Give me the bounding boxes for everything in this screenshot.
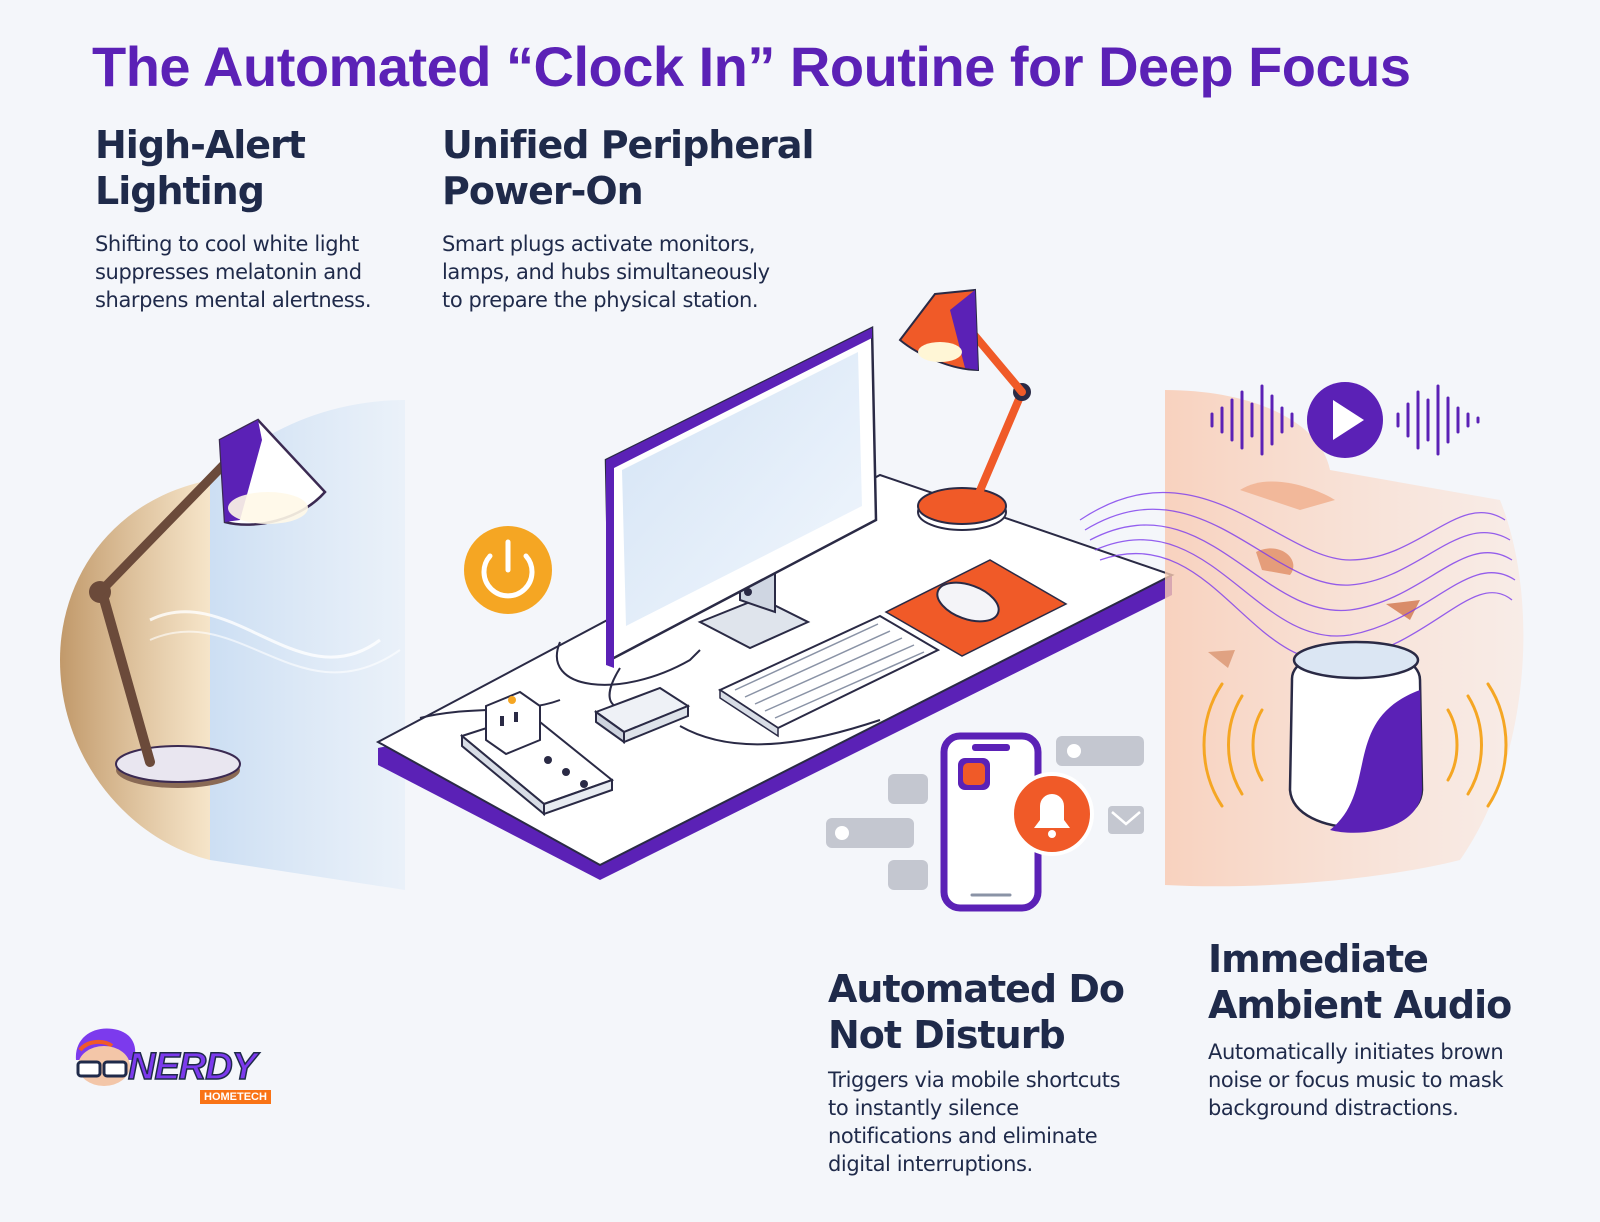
logo-wordmark: NERDY — [127, 1045, 258, 1089]
smart-plug-icon — [485, 690, 541, 756]
desk-lamp-icon — [898, 288, 1031, 531]
play-icon — [1307, 382, 1383, 458]
mouse-pad — [884, 559, 1068, 657]
logo-mascot-icon — [75, 1028, 136, 1086]
lighting-heading: High-Alert Lighting — [95, 123, 306, 213]
mail-icon — [1108, 806, 1144, 834]
speaker-sound-waves — [1202, 682, 1508, 808]
audio-heading: Immediate Ambient Audio — [1208, 937, 1512, 1027]
lighting-body: Shifting to cool white light suppresses … — [95, 232, 372, 312]
power-body: Smart plugs activate monitors, lamps, an… — [442, 232, 770, 312]
keyboard — [717, 614, 941, 738]
bell-icon — [1010, 772, 1094, 856]
audio-waveform — [1210, 384, 1480, 456]
dnd-heading: Automated Do Not Disturb — [828, 967, 1125, 1057]
desk-lamp-icon — [89, 418, 327, 788]
monitor — [604, 326, 878, 668]
chat-bubble-icon — [826, 736, 1144, 890]
logo-subtitle: HOMETECH — [200, 1090, 271, 1104]
page-title: The Automated “Clock In” Routine for Dee… — [92, 35, 1411, 98]
power-heading: Unified Peripheral Power-On — [442, 123, 815, 213]
smart-speaker-icon — [1288, 640, 1424, 833]
usb-hub — [593, 686, 691, 744]
audio-body: Automatically initiates brown noise or f… — [1208, 1040, 1504, 1120]
dnd-body: Triggers via mobile shortcuts to instant… — [828, 1068, 1121, 1176]
power-icon — [464, 526, 552, 614]
